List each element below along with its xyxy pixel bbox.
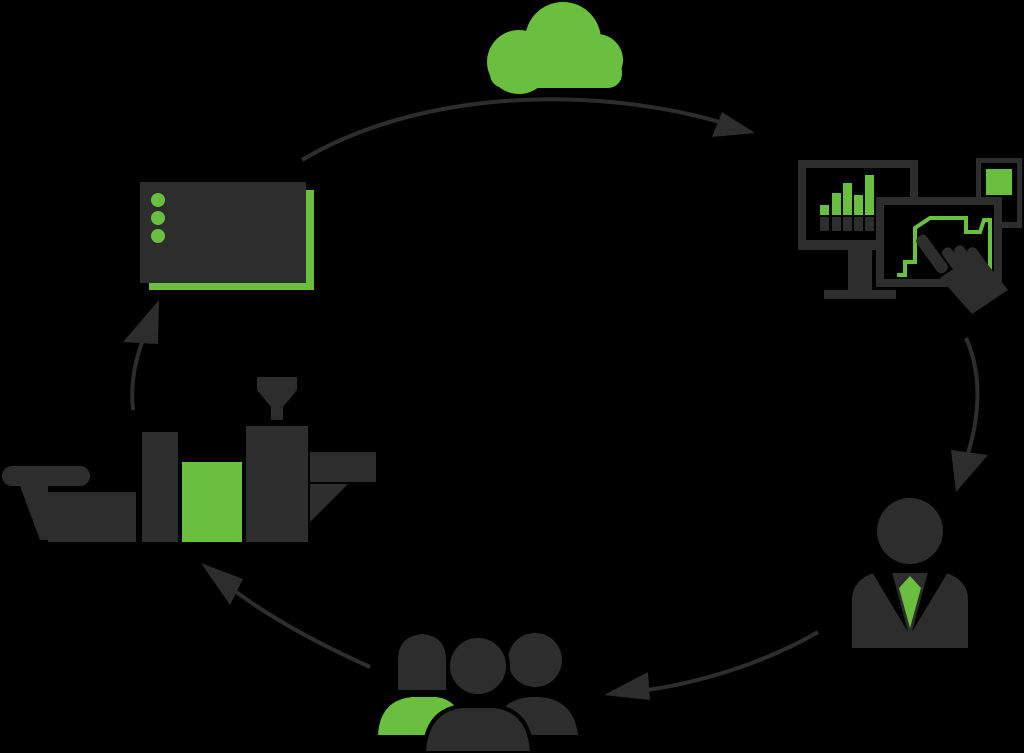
collar-right (912, 572, 948, 632)
control-box-icon (140, 182, 314, 290)
indicator-light-icon (151, 229, 165, 243)
hopper-icon (257, 377, 297, 420)
arrow-controller-to-cloud (300, 97, 721, 162)
bar-chart-shadow (820, 217, 874, 231)
hand-touch-icon (916, 234, 1008, 314)
tie-icon (899, 576, 921, 628)
person-center (421, 634, 535, 753)
arrowheads (123, 112, 988, 700)
machine-base-left (20, 486, 48, 540)
bar-chart-icon (820, 175, 874, 215)
arrowhead-left-icon (604, 672, 650, 700)
line-chart-icon (897, 216, 992, 278)
person-head (877, 498, 943, 564)
arrowhead-left-up-icon (201, 563, 243, 605)
arrow-monitoring-to-operator (960, 337, 980, 471)
arrow-operator-to-team (629, 630, 820, 694)
indicator-light-icon (151, 193, 165, 207)
injection-molding-machine-icon (2, 377, 376, 542)
machine-column (142, 432, 178, 542)
monitor-bar-chart (798, 160, 918, 299)
machine-barrel (310, 452, 376, 482)
arrowhead-right-icon (712, 112, 755, 137)
machine-rail (2, 466, 90, 486)
people-group-icon (378, 633, 578, 753)
indicator-light-icon (151, 211, 165, 225)
machine-base-right (310, 484, 348, 522)
arrow-team-to-machine (216, 576, 371, 669)
collar-left (872, 572, 908, 632)
cloud-icon (487, 2, 623, 94)
arrowhead-down-icon (951, 450, 988, 492)
machine-block-1 (48, 492, 136, 542)
machine-mold-icon (182, 462, 242, 542)
machine-injection-unit (246, 426, 308, 542)
person-manager-icon (852, 498, 968, 648)
monitor-dashboard-icon (798, 158, 1022, 314)
control-box-body (140, 182, 306, 283)
arrowhead-up-icon (123, 300, 159, 344)
